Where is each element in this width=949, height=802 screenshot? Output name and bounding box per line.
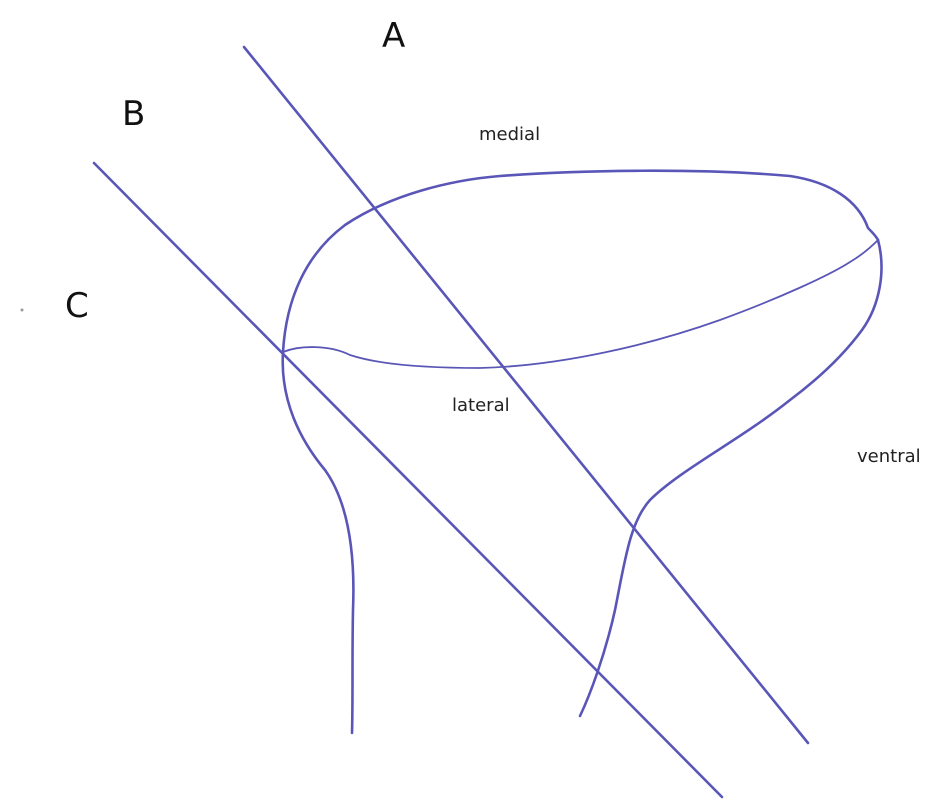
label-a: A <box>382 16 405 56</box>
lateral-rim-curve <box>283 240 878 368</box>
label-b: B <box>122 94 145 134</box>
cut-line-a <box>244 47 808 743</box>
cut-line-b <box>94 163 722 797</box>
label-c: C <box>65 286 89 326</box>
left-outline-curve <box>283 352 354 733</box>
label-ventral: ventral <box>857 446 921 467</box>
upper-outline-curve <box>283 171 878 352</box>
ventral-outline-curve <box>580 240 881 716</box>
label-lateral: lateral <box>452 395 510 416</box>
label-medial: medial <box>479 124 540 145</box>
stray-speck <box>21 309 24 312</box>
